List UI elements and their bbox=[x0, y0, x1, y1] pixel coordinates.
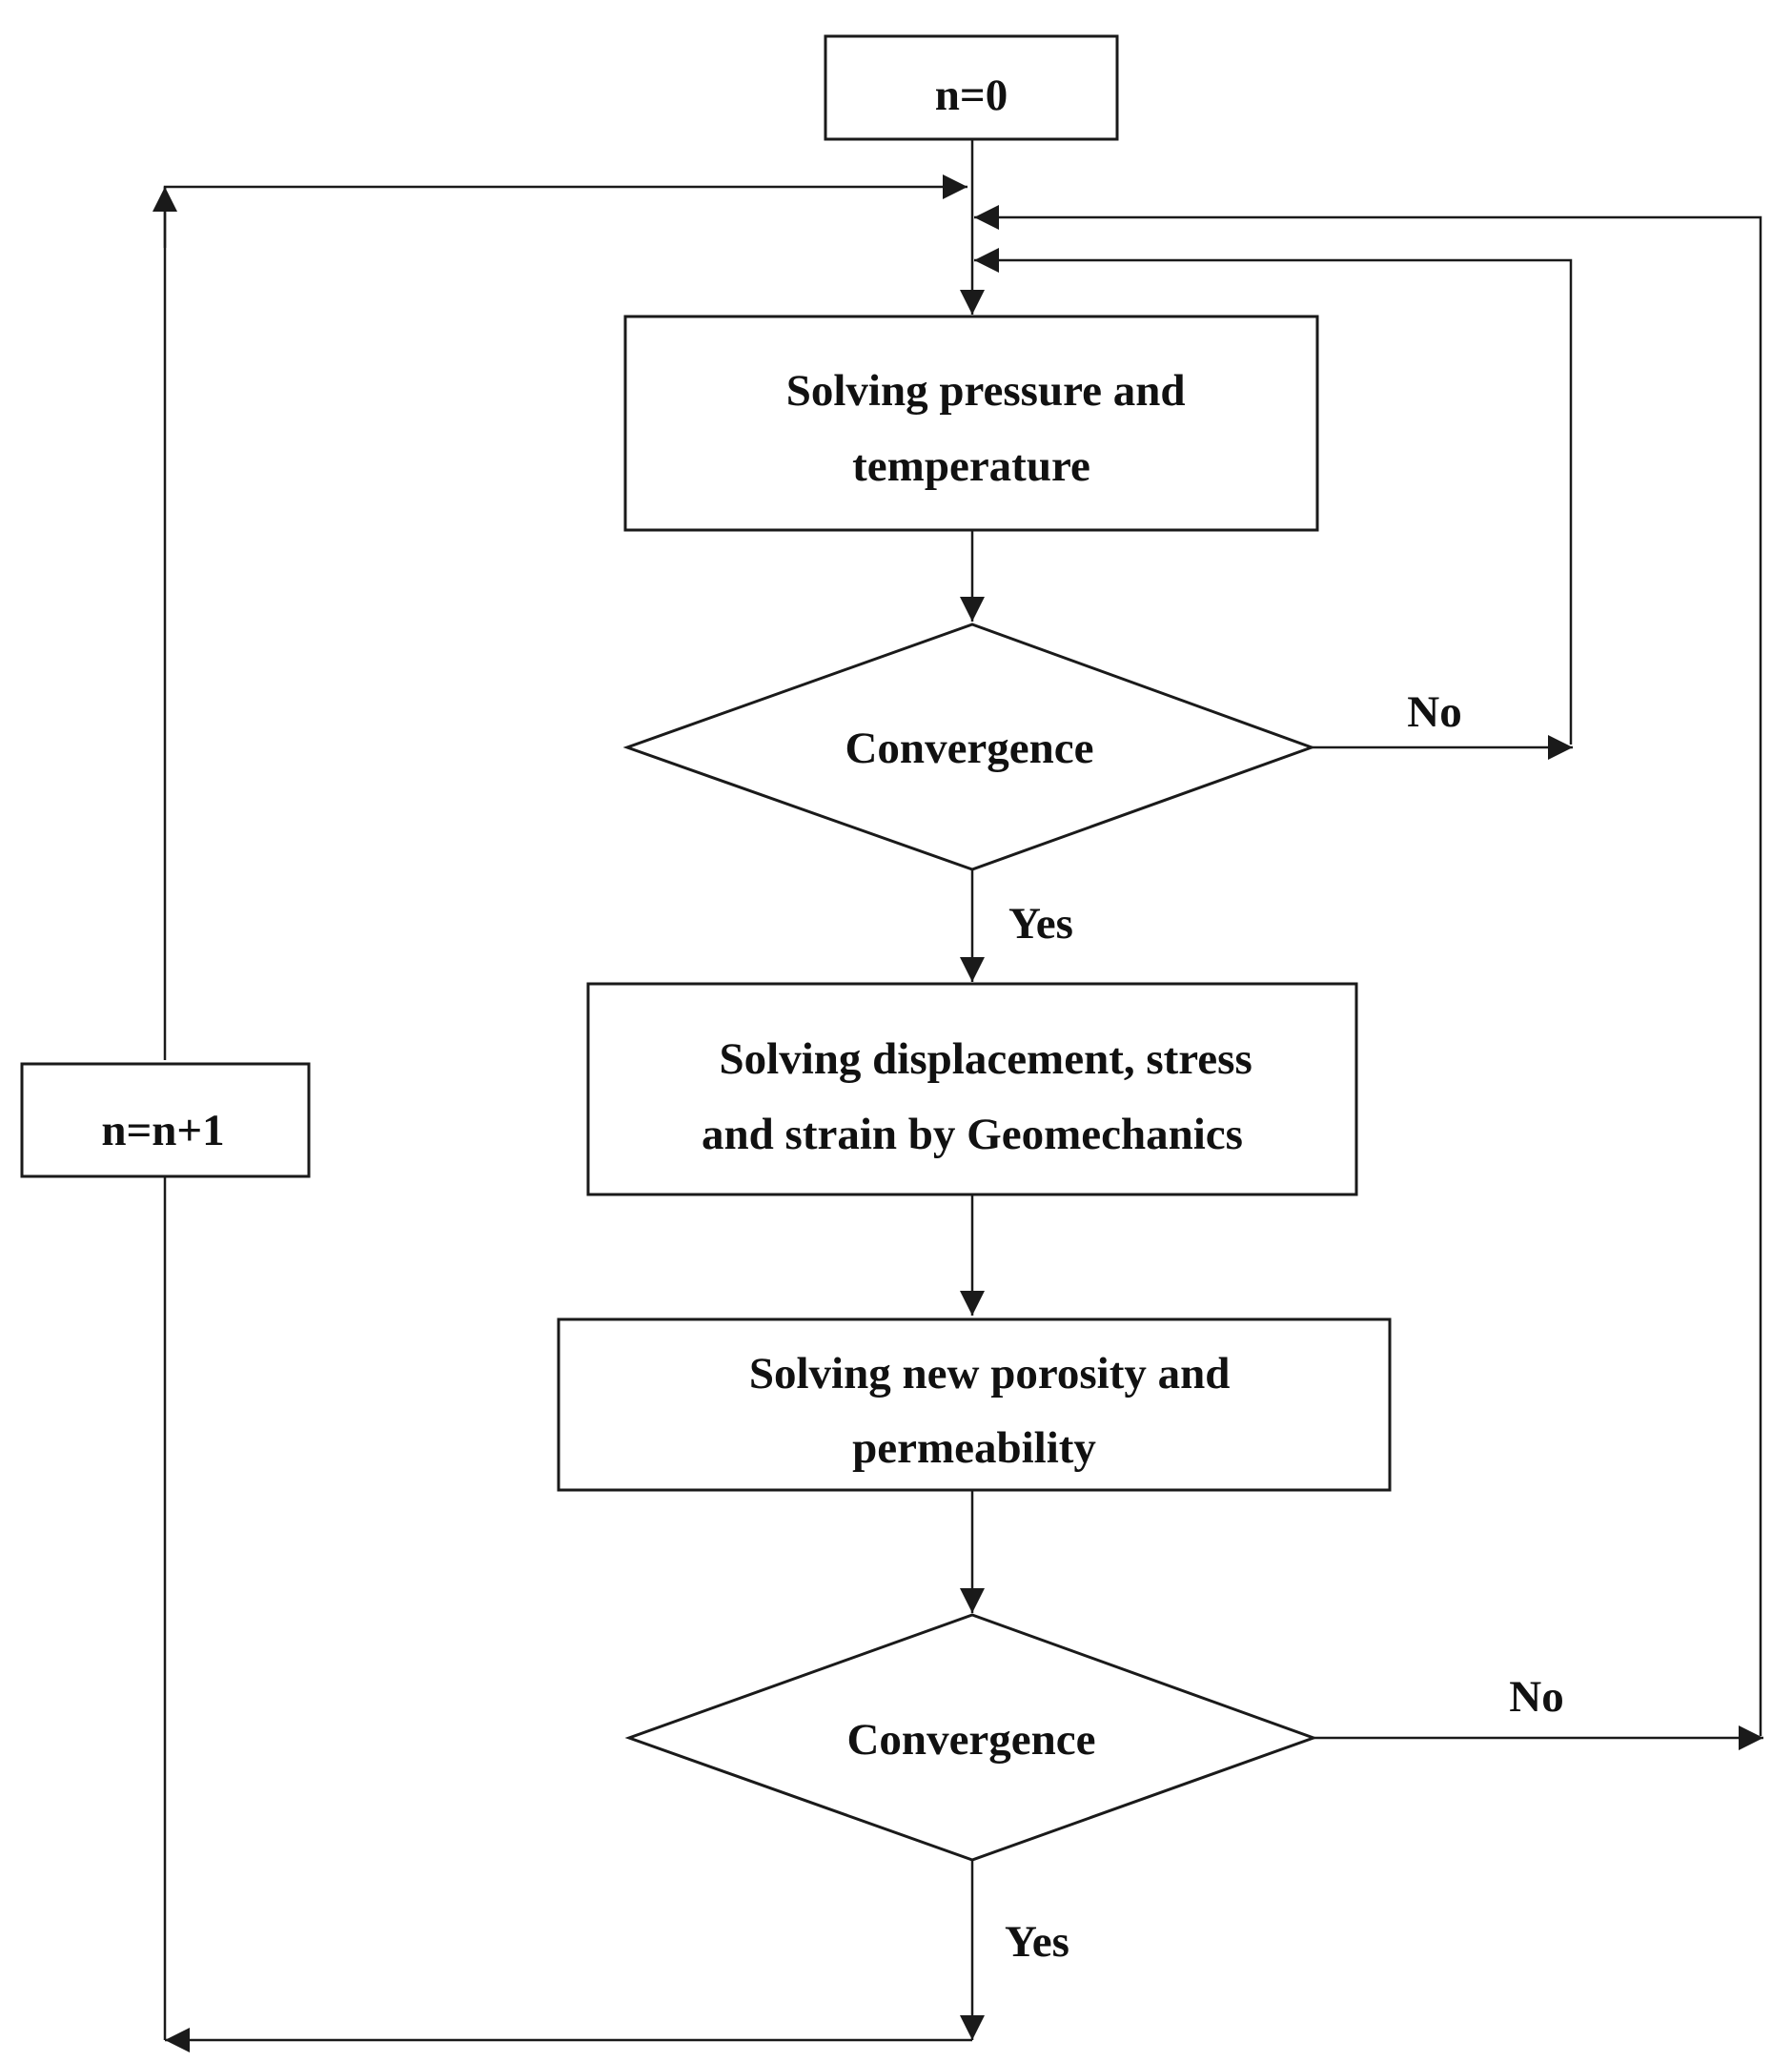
convergence-decision-2-label: Convergence bbox=[846, 1715, 1095, 1765]
arrow-outer-loop-return bbox=[974, 205, 1762, 1736]
conv2-no-label: No bbox=[1509, 1672, 1563, 1722]
increment-node-label: n=n+1 bbox=[101, 1106, 224, 1155]
solve-pressure-temperature-node: Solving pressure and temperature bbox=[623, 315, 1319, 532]
solve-porosity-label: Solving new porosity and permeability bbox=[749, 1349, 1241, 1473]
increment-node: n=n+1 bbox=[20, 1062, 311, 1178]
start-node: n=0 bbox=[824, 34, 1119, 141]
arrow-inner-loop-return bbox=[974, 248, 1573, 745]
solve-geomechanics-node: Solving displacement, stress and strain … bbox=[586, 982, 1358, 1196]
convergence-decision-1-label: Convergence bbox=[845, 724, 1093, 773]
convergence-decision-2: Convergence bbox=[624, 1613, 1318, 1862]
start-node-label: n=0 bbox=[935, 71, 1008, 120]
conv2-yes-label: Yes bbox=[1005, 1917, 1069, 1967]
conv1-yes-label: Yes bbox=[1008, 899, 1073, 949]
solve-geomechanics-label: Solving displacement, stress and strain … bbox=[702, 1034, 1263, 1159]
convergence-decision-1: Convergence bbox=[622, 623, 1316, 871]
solve-porosity-node: Solving new porosity and permeability bbox=[557, 1317, 1392, 1492]
connectors bbox=[153, 139, 1763, 2052]
conv1-no-label: No bbox=[1407, 687, 1461, 737]
solve-pressure-temperature-label: Solving pressure and temperature bbox=[786, 366, 1197, 491]
